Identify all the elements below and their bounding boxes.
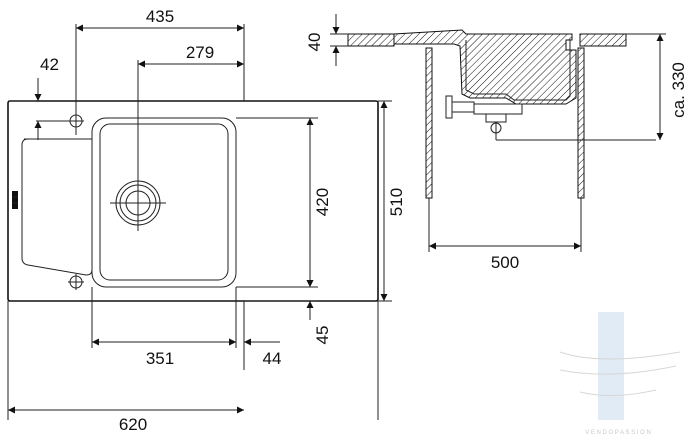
worktop-right [579, 33, 627, 47]
dim-bowl-depth: 420 [313, 188, 332, 216]
bowl-inner [99, 123, 229, 281]
tap-hole-top-icon [68, 113, 84, 129]
cabinet-wall-left [425, 47, 433, 199]
cabinet-wall-right [577, 47, 585, 199]
dim-worktop-thickness: 40 [305, 33, 324, 52]
drain-icon [110, 175, 166, 231]
section-view: 40 ca. 330 500 [305, 14, 688, 272]
worktop-left [347, 33, 395, 47]
sink-body-section [393, 29, 577, 105]
dim-inner-width: 435 [146, 7, 174, 26]
dim-bowl-offset: 44 [263, 349, 282, 368]
dim-drain-to-edge: 279 [186, 43, 214, 62]
plan-view: 435 279 42 420 510 45 351 44 620 [7, 7, 406, 434]
dim-tap-hole-offset: 42 [40, 55, 59, 74]
tap-hole-bottom-icon [68, 274, 84, 290]
overflow-slot [12, 191, 18, 209]
drainer-area [21, 138, 93, 276]
dim-overall-width: 620 [119, 415, 147, 434]
dim-bowl-front-gap: 45 [313, 326, 332, 345]
sink-outline [7, 100, 379, 302]
bowl-outer [91, 117, 237, 288]
dim-installation-depth: ca. 330 [669, 62, 688, 118]
dim-cabinet-width: 500 [491, 253, 519, 272]
dim-overall-depth: 510 [387, 188, 406, 216]
dim-bowl-width: 351 [146, 349, 174, 368]
siphon-icon [445, 95, 523, 140]
watermark-text: V E N D O P A S S I O N [585, 430, 651, 436]
watermark-logo: V E N D O P A S S I O N [559, 312, 681, 436]
